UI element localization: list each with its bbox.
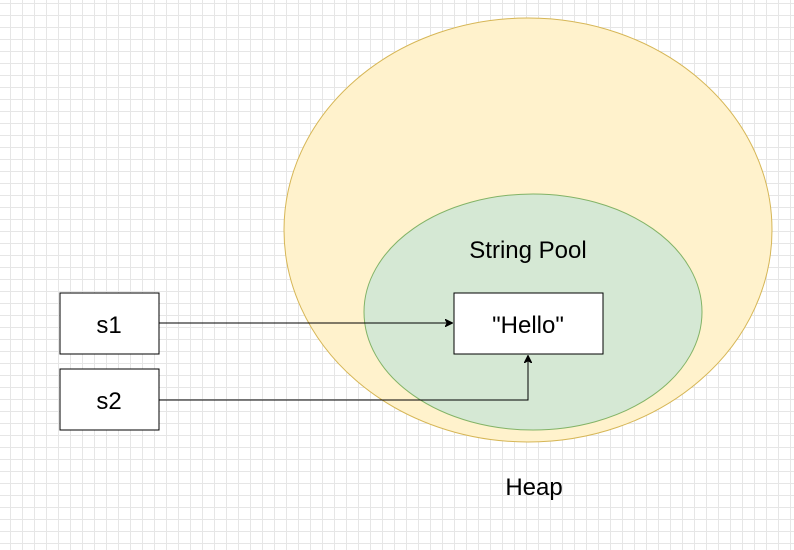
reference-arrow-s2[interactable] [159,356,528,401]
hello-literal-box[interactable] [453,292,604,355]
heap-label: Heap [505,474,562,501]
variable-label-s1: s1 [96,312,121,339]
string-pool-label: String Pool [469,237,586,264]
variable-label-s2: s2 [96,388,121,415]
hello-literal-text: "Hello" [492,312,564,339]
